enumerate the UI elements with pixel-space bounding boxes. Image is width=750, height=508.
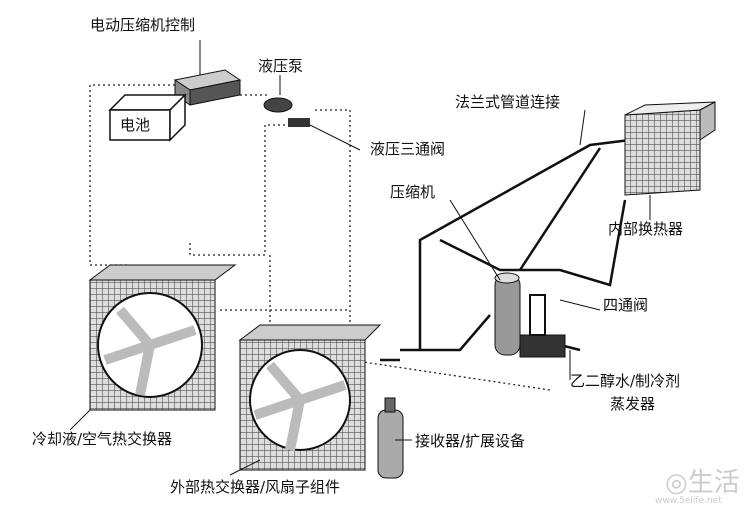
label-flange: 法兰式管道连接 [455, 93, 561, 111]
receiver-bottle [377, 397, 404, 479]
coolant-air-heat-exchanger [88, 264, 237, 411]
leader-lines [69, 40, 651, 476]
hydraulic-pump [263, 97, 293, 113]
compressor [494, 272, 566, 358]
watermark-url: www.5elife.net [655, 496, 722, 506]
internal-heat-exchanger [624, 101, 716, 196]
label-receiver: 接收器/扩展设备 [415, 432, 526, 450]
label-four-way-valve: 四通阀 [603, 296, 649, 314]
label-evaporator-line1: 乙二醇水/制冷剂 [570, 372, 681, 390]
label-external-hx: 外部热交换器/风扇子组件 [170, 478, 341, 496]
label-battery: 电池 [120, 116, 151, 134]
label-internal-hx: 内部换热器 [608, 220, 684, 238]
label-pump: 液压泵 [258, 57, 304, 75]
label-evaporator-line2: 蒸发器 [610, 395, 656, 413]
controller-box [173, 69, 242, 106]
label-coolant-hx: 冷却液/空气热交换器 [32, 430, 173, 448]
watermark-logo: ◎生活 [665, 468, 740, 498]
battery-box [108, 93, 187, 142]
label-three-way-valve: 液压三通阀 [370, 140, 446, 158]
external-heat-exchanger [238, 324, 382, 471]
hydraulic-three-way-valve [288, 118, 310, 127]
label-controller: 电动压缩机控制 [90, 16, 196, 34]
refrigerant-pipes [380, 138, 631, 362]
label-compressor: 压缩机 [390, 183, 436, 201]
